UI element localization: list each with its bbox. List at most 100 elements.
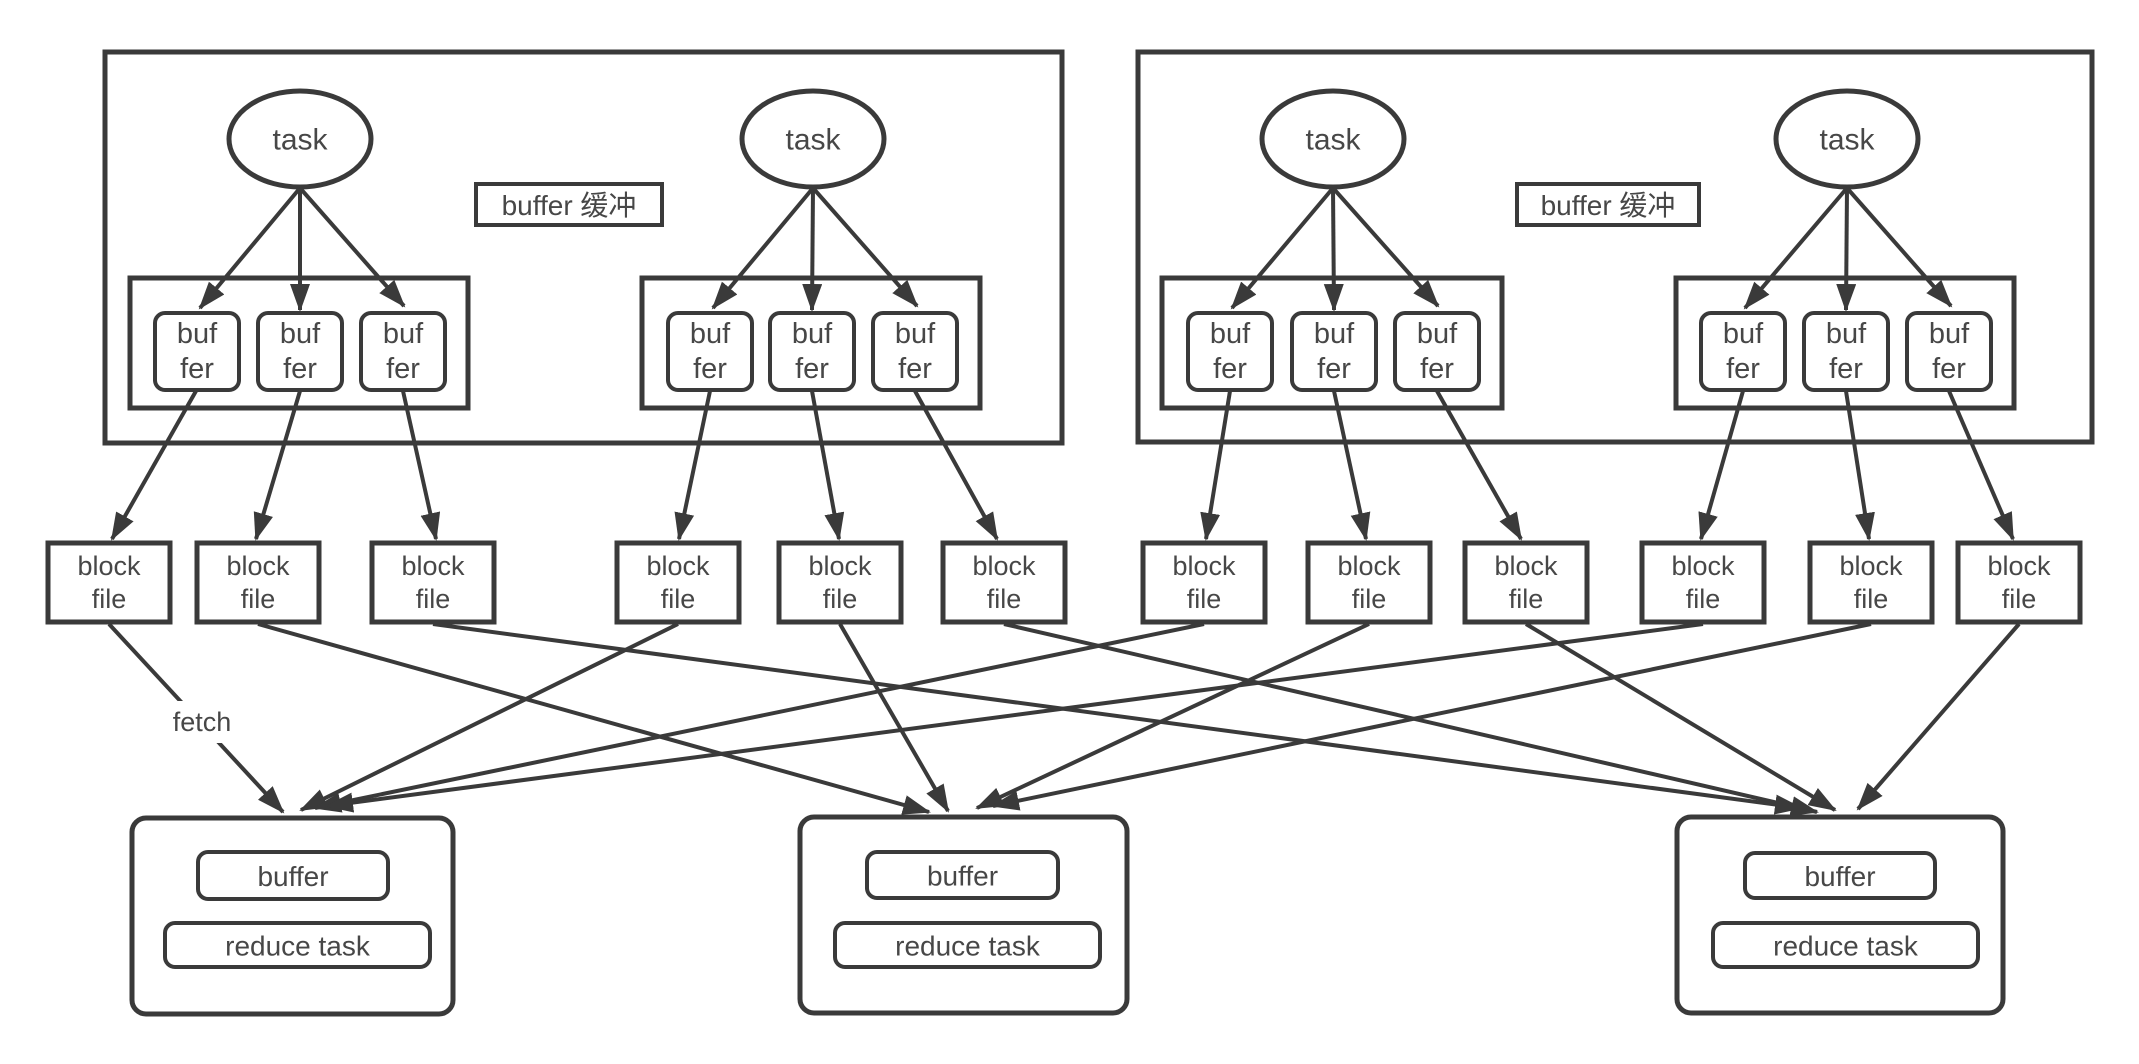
block-file-box-6 (940, 540, 1068, 625)
arrow-buffer-to-block-10 (1698, 390, 1745, 541)
block-file-box-9 (1462, 540, 1590, 625)
arrow-block-to-reducer-9 (1524, 622, 1837, 812)
buffer-cell-label-9-line1: buf (1417, 318, 1458, 350)
buffer-cell-label-12-line2: fer (1932, 353, 1966, 385)
reduce-task-box-3 (1711, 921, 1980, 969)
arrow-block-to-reducer-7 (313, 622, 1205, 813)
buffer-cell-4 (666, 311, 754, 392)
reduce-buffer-box-2 (865, 850, 1060, 900)
task-ellipse-4 (1773, 88, 1921, 190)
reduce-buffer-label-3: buffer (1804, 861, 1875, 892)
buffer-cell-label-11-line1: buf (1826, 318, 1867, 350)
buffer-cell-8 (1290, 311, 1378, 392)
reduce-container-3 (1674, 814, 2006, 1016)
arrow-buffer-to-block-5 (810, 390, 845, 541)
block-file-label-3-line1: block (401, 551, 465, 581)
arrow-buffer-to-block-7 (1200, 390, 1232, 541)
buffer-cell-label-8-line2: fer (1317, 353, 1351, 385)
block-file-label-3-line2: file (416, 584, 451, 614)
arrow-task-to-buffer-9 (1331, 186, 1440, 308)
buffer-cell-7 (1186, 311, 1274, 392)
block-file-label-4-line1: block (646, 551, 710, 581)
block-file-label-12-line2: file (2002, 584, 2037, 614)
block-file-box-11 (1807, 540, 1935, 625)
block-file-label-5-line2: file (823, 584, 858, 614)
reduce-container-2 (797, 814, 1130, 1016)
arrow-block-to-reducer-10 (325, 622, 1704, 813)
buffer-cell-label-6-line2: fer (898, 353, 932, 385)
buffer-cell-label-5-line1: buf (792, 318, 833, 350)
arrow-task-to-buffer-11 (1836, 187, 1857, 312)
task-ellipse-3 (1259, 88, 1407, 190)
block-file-label-7-line1: block (1172, 551, 1236, 581)
block-file-box-3 (369, 540, 497, 625)
reduce-container-1 (129, 815, 456, 1017)
reduce-task-label-3: reduce task (1773, 931, 1919, 962)
buffer-cache-label-box-1 (474, 182, 664, 227)
buffer-cell-label-6-line1: buf (895, 318, 936, 350)
buffer-cell-9 (1393, 311, 1481, 392)
buffer-cell-6 (871, 311, 959, 392)
block-file-label-9-line2: file (1509, 584, 1544, 614)
block-file-label-8-line2: file (1352, 584, 1387, 614)
block-file-box-5 (776, 540, 904, 625)
buffer-cell-1 (153, 311, 241, 392)
arrow-buffer-to-block-12 (1947, 390, 2015, 541)
arrow-task-to-buffer-3 (298, 186, 406, 308)
arrow-buffer-to-block-3 (401, 390, 441, 541)
buffer-cell-label-3-line2: fer (386, 353, 420, 385)
block-file-box-8 (1305, 540, 1433, 625)
buffer-cell-12 (1905, 311, 1993, 392)
buffer-cell-label-4-line1: buf (690, 318, 731, 350)
buffer-cell-label-12-line1: buf (1929, 318, 1970, 350)
task-ellipse-1 (226, 88, 374, 190)
block-file-label-1-line2: file (92, 584, 127, 614)
arrow-buffer-to-block-4 (674, 390, 712, 541)
buffer-cell-label-7-line2: fer (1213, 353, 1247, 385)
block-file-label-2-line1: block (226, 551, 290, 581)
buffer-cell-label-8-line1: buf (1314, 318, 1355, 350)
arrow-buffer-to-block-8 (1332, 390, 1371, 541)
block-file-label-10-line1: block (1671, 551, 1735, 581)
buffer-cell-label-1-line2: fer (180, 353, 214, 385)
block-file-label-5-line1: block (808, 551, 872, 581)
block-file-box-4 (614, 540, 742, 625)
block-file-box-7 (1140, 540, 1268, 625)
arrow-block-to-reducer-5 (838, 622, 950, 813)
fetch-label-bg (163, 701, 241, 743)
arrow-task-to-buffer-1 (198, 186, 302, 310)
task-ellipse-2 (739, 88, 887, 190)
arrow-block-to-reducer-4 (299, 622, 679, 812)
reduce-task-box-1 (163, 921, 432, 969)
buffer-cell-11 (1802, 311, 1890, 392)
buffer-cell-10 (1699, 311, 1787, 392)
arrow-task-to-buffer-7 (1230, 186, 1335, 310)
buffer-cache-label-2: buffer 缓冲 (1541, 190, 1676, 221)
buffer-cell-label-2-line2: fer (283, 353, 317, 385)
arrow-task-to-buffer-6 (811, 186, 919, 308)
reduce-buffer-label-1: buffer (257, 861, 328, 892)
fetch-label: fetch (173, 707, 232, 737)
arrow-block-to-reducer-2 (257, 622, 931, 815)
block-file-label-4-line2: file (661, 584, 696, 614)
arrow-block-to-reducer-8 (975, 622, 1370, 810)
block-file-label-9-line1: block (1494, 551, 1558, 581)
block-file-label-1-line1: block (77, 551, 141, 581)
buffer-cell-5 (768, 311, 856, 392)
